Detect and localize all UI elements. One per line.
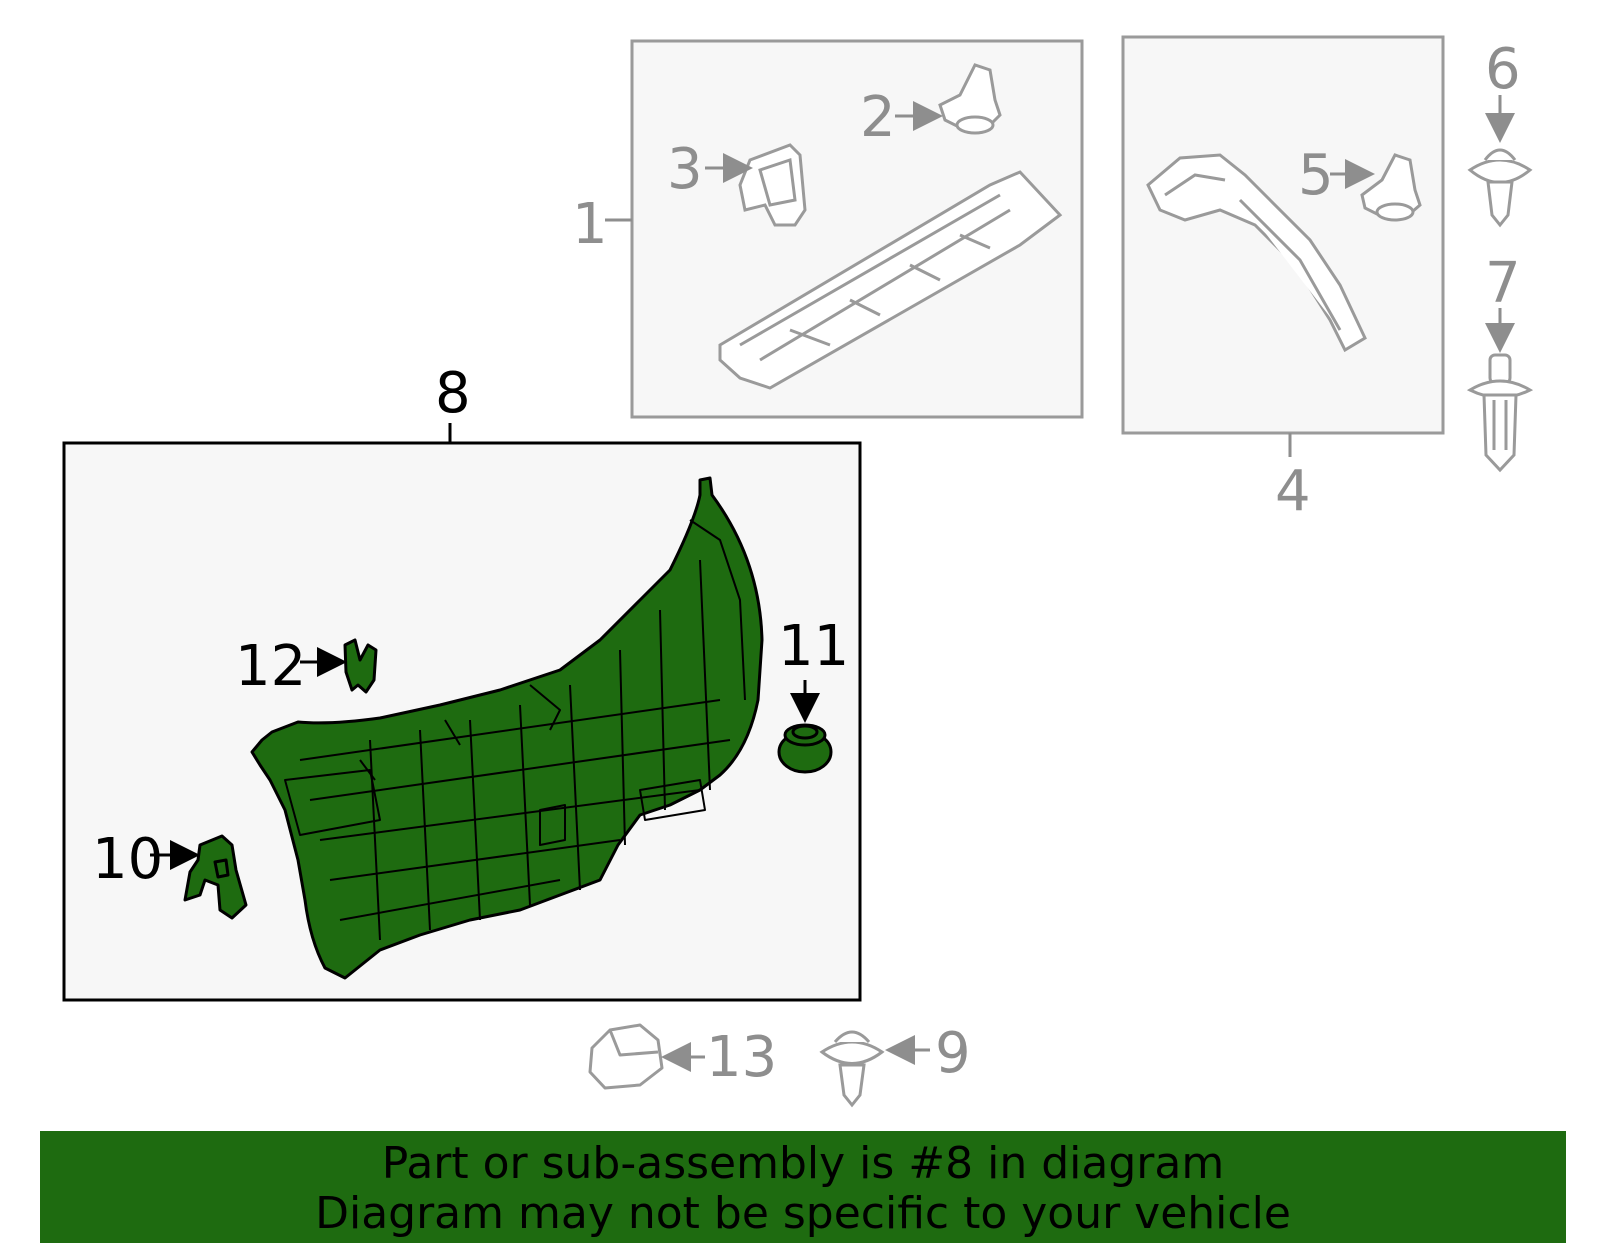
callout-4: 4 [1275,459,1311,524]
box-part-1: 1 3 2 [572,39,1084,419]
banner-line-2: Diagram may not be specific to your vehi… [315,1188,1291,1239]
liftgate-trim-panel [250,476,764,980]
banner-line-1: Part or sub-assembly is #8 in diagram [381,1138,1225,1189]
clip-part-5 [1360,153,1422,222]
callout-9: 9 [935,1021,971,1086]
callout-8: 8 [435,361,471,426]
box-part-4: 4 5 [1121,35,1445,524]
push-clip-part-6: 6 [1467,37,1533,228]
bracket-part-10 [183,834,248,920]
callout-3: 3 [667,137,703,202]
box-part-8: 8 12 11 [62,361,862,1002]
callout-2: 2 [860,85,896,150]
callout-11: 11 [778,614,849,679]
info-banner: Part or sub-assembly is #8 in diagram Di… [40,1131,1566,1243]
cap-part-13: 13 [588,1023,777,1090]
clip-part-12 [343,638,378,694]
push-clip-part-9: 9 [819,1021,971,1108]
callout-10: 10 [92,827,163,892]
grommet-part-11 [777,723,833,774]
callout-1: 1 [572,192,608,257]
callout-6: 6 [1485,37,1521,102]
callout-5: 5 [1298,143,1334,208]
sill-panel [718,170,1063,390]
pillar-trim [1146,153,1367,353]
callout-12: 12 [235,634,306,699]
clip-part-3 [738,143,807,227]
callout-13: 13 [706,1025,777,1090]
rivet-clip-part-7: 7 [1466,251,1534,473]
callout-7: 7 [1485,251,1521,316]
